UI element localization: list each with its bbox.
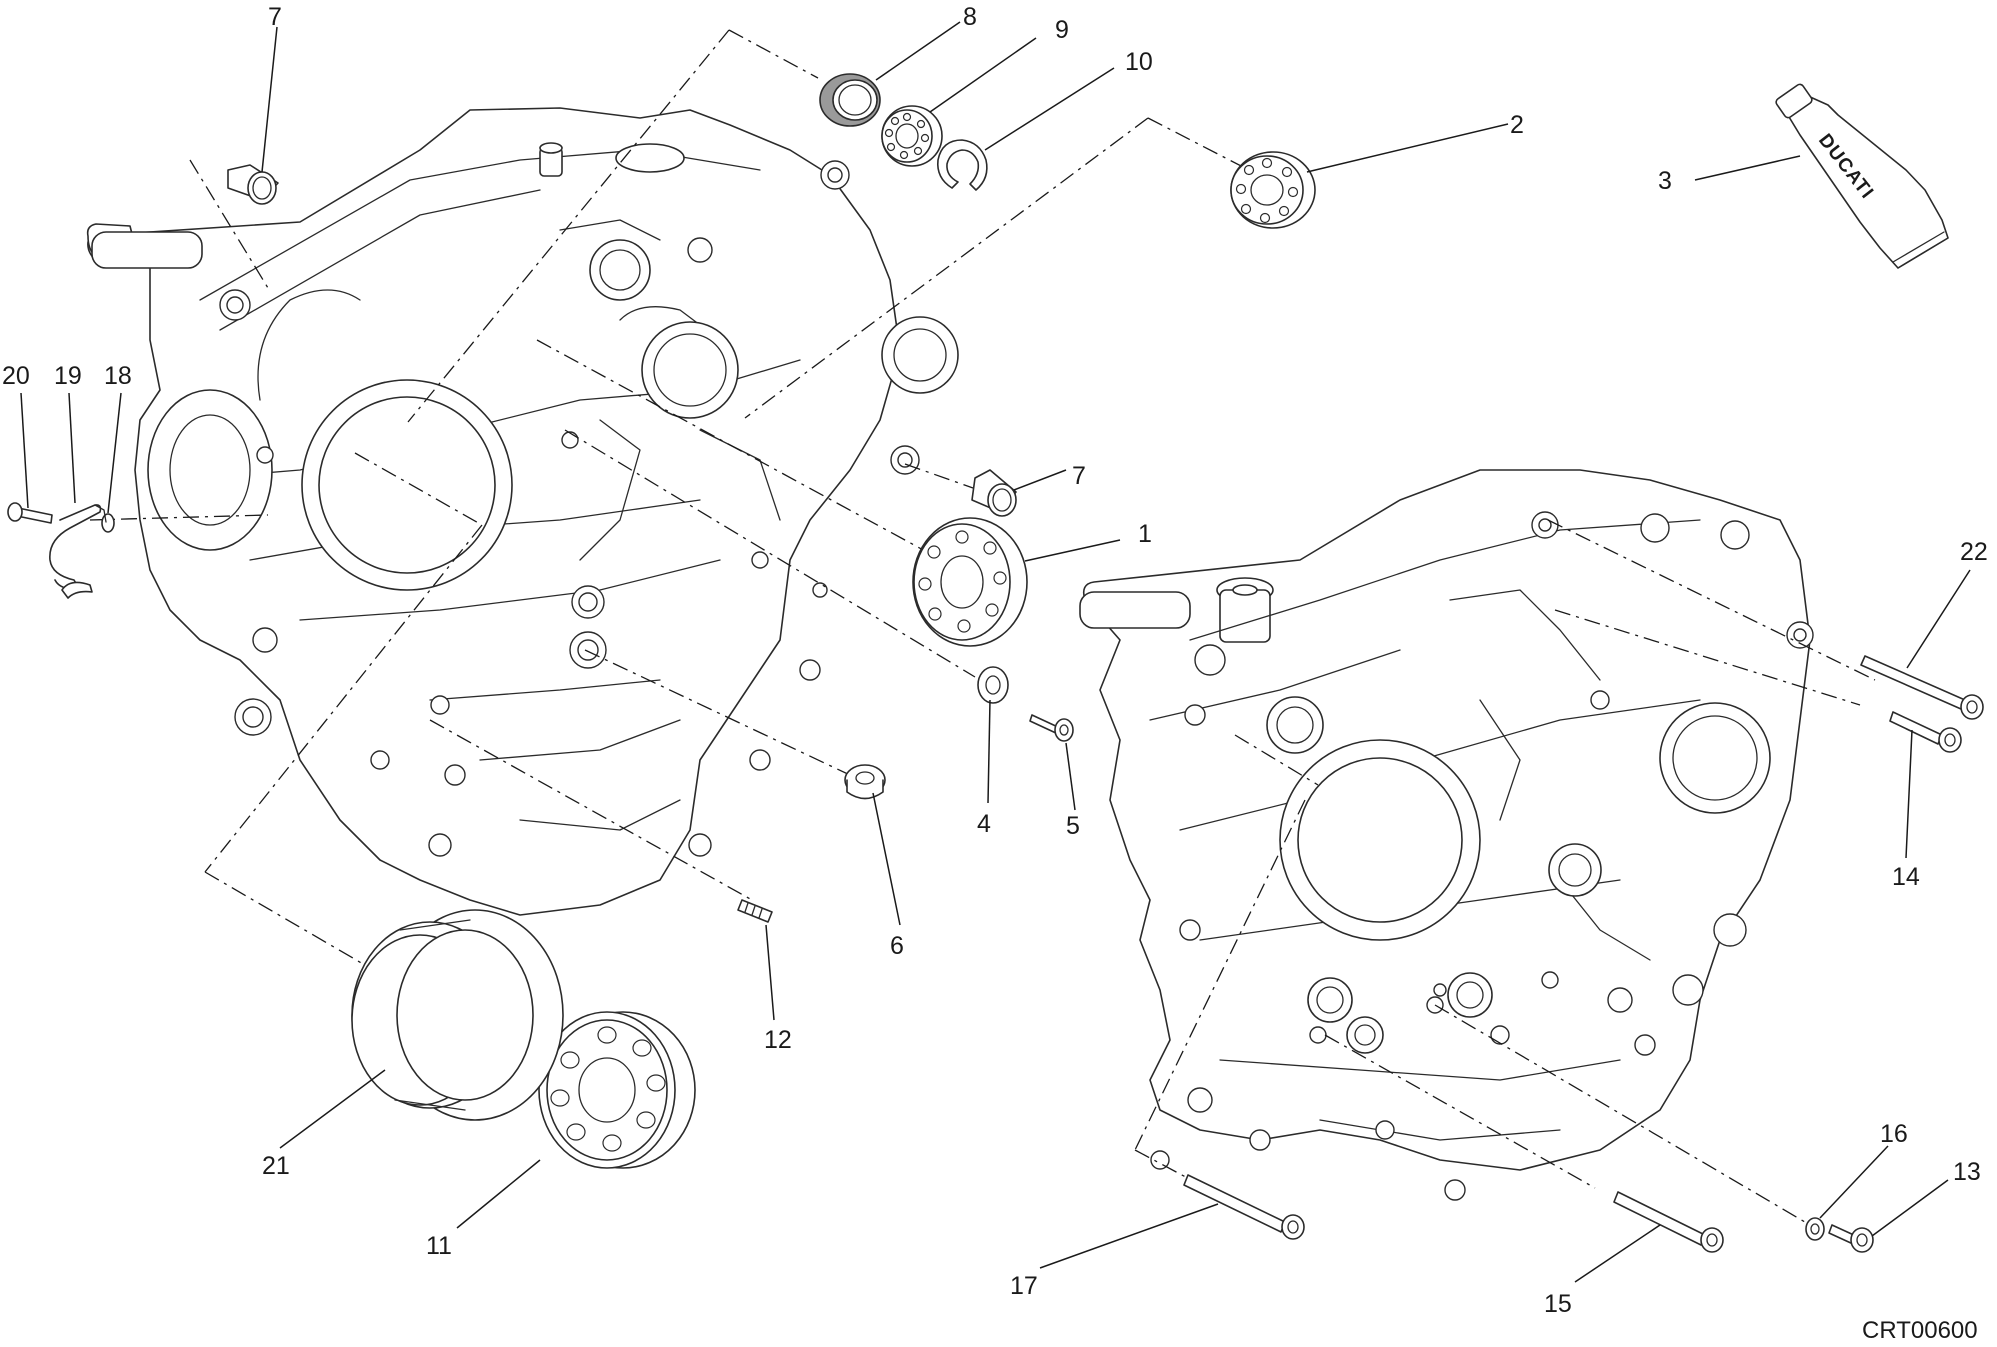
callout-16: 16 <box>1880 1120 1908 1148</box>
part-14-bolt <box>1889 711 1962 753</box>
callout-22: 22 <box>1960 538 1988 566</box>
left-crankcase-half <box>86 107 959 916</box>
part-1-ball-bearing <box>912 517 1028 647</box>
callout-8: 8 <box>963 3 977 31</box>
part-10-circlip <box>936 139 988 191</box>
callout-20: 20 <box>2 362 30 390</box>
callout-11: 11 <box>426 1232 452 1260</box>
part-12-stud <box>737 899 773 923</box>
callout-6: 6 <box>890 932 904 960</box>
part-7-dowel-upper <box>227 164 279 205</box>
part-9-small-bearing <box>881 105 943 167</box>
callout-12: 12 <box>764 1026 792 1054</box>
callout-19: 19 <box>54 362 82 390</box>
part-18-small-washer <box>101 513 115 533</box>
part-17-long-bolt <box>1183 1174 1305 1240</box>
part-21-bushing <box>351 909 564 1121</box>
part-22-bolt <box>1860 655 1984 720</box>
callout-10: 10 <box>1125 48 1153 76</box>
part-11-roller-bearing <box>538 1011 696 1169</box>
part-15-long-bolt <box>1613 1191 1724 1253</box>
part-16-washer <box>1805 1217 1825 1241</box>
callout-13: 13 <box>1953 1158 1981 1186</box>
callout-5: 5 <box>1066 812 1080 840</box>
drawing-code: CRT00600 <box>1862 1317 1978 1344</box>
part-5-screw <box>1029 714 1074 742</box>
callout-14: 14 <box>1892 863 1920 891</box>
callout-3: 3 <box>1658 167 1672 195</box>
callout-7-right: 7 <box>1072 462 1086 490</box>
part-6-plug <box>844 764 886 800</box>
callout-4: 4 <box>977 810 991 838</box>
part-4-washer <box>977 666 1009 704</box>
callout-17: 17 <box>1010 1272 1038 1300</box>
leader-lines <box>20 21 1971 1283</box>
part-8-oil-seal <box>819 73 881 127</box>
part-2-bearing <box>1230 151 1316 229</box>
callout-18: 18 <box>104 362 132 390</box>
callout-numbers: 7 8 9 10 2 3 7 1 4 5 6 12 21 11 17 15 16… <box>2 3 1988 1318</box>
part-7-dowel-right <box>971 469 1017 517</box>
part-19-clip <box>49 504 107 599</box>
right-crankcase-half <box>1079 469 1814 1201</box>
callout-9: 9 <box>1055 16 1069 44</box>
callout-2: 2 <box>1510 111 1524 139</box>
part-13-bolt <box>1828 1224 1874 1253</box>
callout-21: 21 <box>262 1152 290 1180</box>
callout-7-upper: 7 <box>268 3 282 31</box>
part-3-sealant-tube: DUCATI <box>1775 83 1949 269</box>
callout-1: 1 <box>1138 520 1152 548</box>
callout-15: 15 <box>1544 1290 1572 1318</box>
part-20-screw <box>7 502 53 524</box>
